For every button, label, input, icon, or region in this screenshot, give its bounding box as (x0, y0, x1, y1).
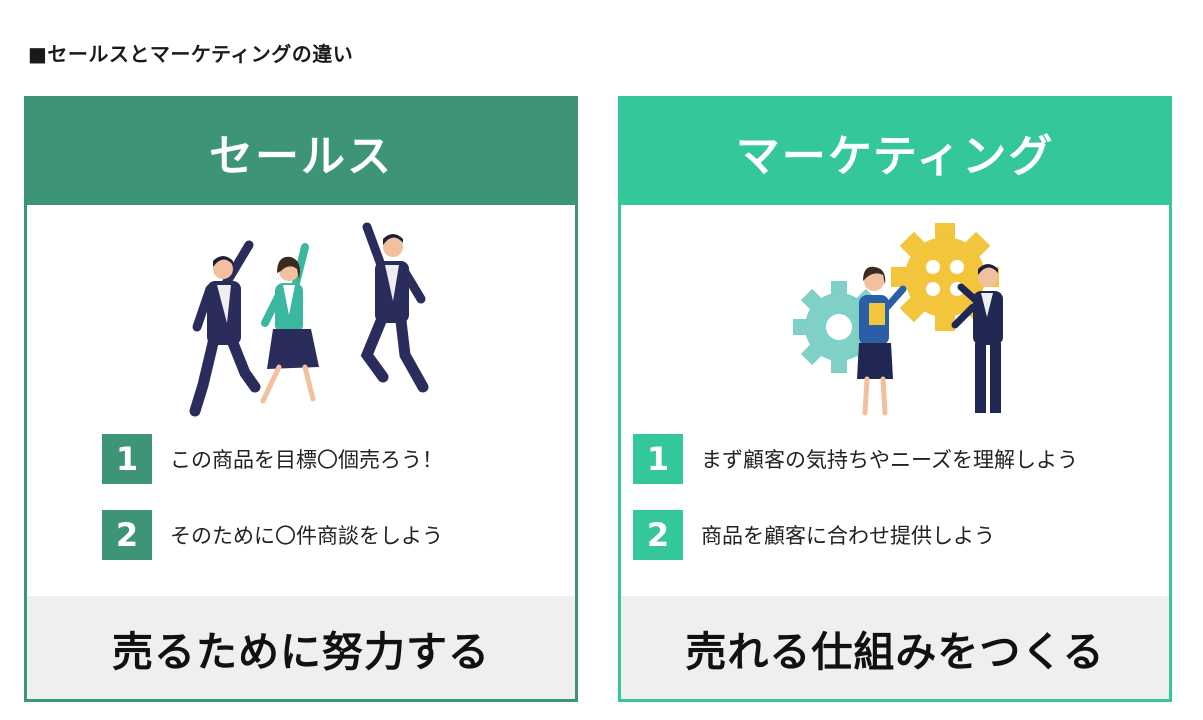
sales-points-list: 1 この商品を目標〇個売ろう！ 2 そのために〇件商談をしよう (102, 433, 443, 585)
marketing-heading: マーケティング (621, 99, 1169, 205)
point-text: この商品を目標〇個売ろう！ (170, 448, 443, 472)
marketing-point-1: 1 まず顧客の気持ちやニーズを理解しよう (633, 433, 1078, 485)
marketing-panel: マーケティング (618, 96, 1172, 702)
point-text: そのために〇件商談をしよう (170, 524, 443, 548)
sales-point-1: 1 この商品を目標〇個売ろう！ (102, 433, 443, 485)
jumping-man-figure-right (360, 222, 429, 393)
marketing-point-2: 2 商品を顧客に合わせ提供しよう (633, 509, 1078, 561)
point-text: 商品を顧客に合わせ提供しよう (701, 524, 995, 548)
sales-panel: セールス (24, 96, 578, 702)
jumping-woman-figure (260, 243, 319, 404)
number-badge: 1 (102, 434, 152, 484)
marketing-summary: 売れる仕組みをつくる (621, 596, 1169, 699)
number-badge: 2 (102, 510, 152, 560)
number-badge: 1 (633, 434, 683, 484)
sales-summary: 売るために努力する (27, 596, 575, 699)
marketing-points-list: 1 まず顧客の気持ちやニーズを理解しよう 2 商品を顧客に合わせ提供しよう (633, 433, 1078, 585)
gears-businesspeople-illustration (793, 223, 1003, 416)
businessman-figure (951, 264, 1003, 413)
number-badge: 2 (633, 510, 683, 560)
page-title: ■セールスとマーケティングの違い (28, 42, 354, 66)
sales-heading: セールス (27, 99, 575, 205)
businesswoman-figure (857, 266, 907, 416)
point-text: まず顧客の気持ちやニーズを理解しよう (701, 448, 1078, 472)
sales-point-2: 2 そのために〇件商談をしよう (102, 509, 443, 561)
jumping-man-figure-left (189, 240, 261, 417)
jumping-businesspeople-illustration (189, 222, 429, 417)
